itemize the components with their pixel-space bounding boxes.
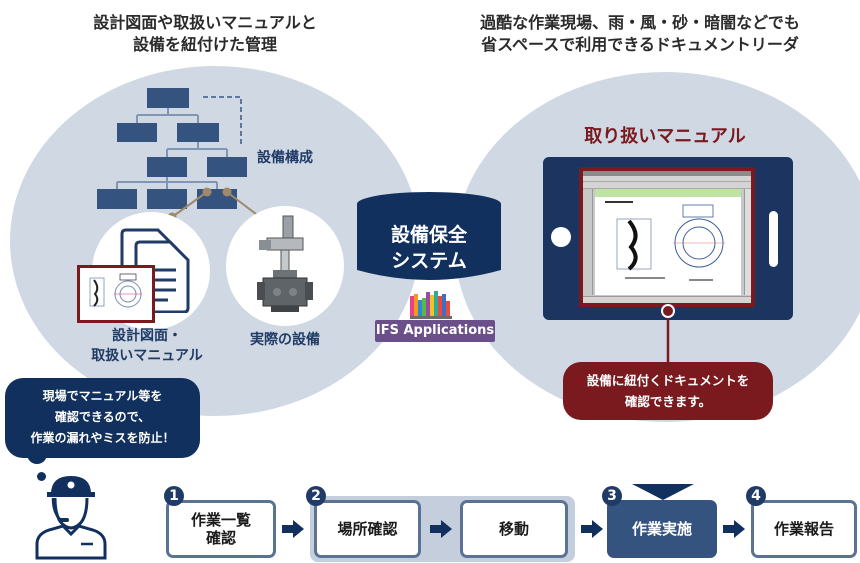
drawing-thumbnail bbox=[77, 265, 155, 323]
documents-label: 設計図面・ 取扱いマニュアル bbox=[62, 326, 232, 366]
step-4-label: 作業報告 bbox=[773, 520, 834, 538]
document-link-callout: 設備に紐付くドキュメントを 確認できます。 bbox=[563, 362, 773, 420]
step-4-number-badge: 4 bbox=[746, 486, 766, 506]
hierarchy-node bbox=[147, 189, 187, 209]
hierarchy-node bbox=[97, 189, 137, 209]
step-3-label: 作業実施 bbox=[631, 520, 692, 538]
step-1-number-badge: 1 bbox=[164, 486, 184, 506]
hierarchy-node bbox=[147, 88, 189, 108]
maintenance-system-label: 設備保全 システム bbox=[354, 222, 504, 274]
reader-page bbox=[595, 189, 741, 295]
ifs-applications-badge: IFS Applications bbox=[375, 320, 495, 342]
step-3-number-badge: 3 bbox=[602, 486, 622, 506]
hierarchy-node bbox=[207, 157, 247, 177]
documents-label-line1: 設計図面・ bbox=[112, 328, 182, 344]
worker-with-helmet-icon bbox=[35, 476, 107, 560]
step-2-location-check[interactable]: 場所確認 bbox=[314, 500, 421, 558]
tablet-screen bbox=[579, 167, 755, 307]
page-header-band bbox=[595, 189, 741, 197]
worker-bubble-line1: 現場でマニュアル等を bbox=[42, 389, 163, 403]
hierarchy-node bbox=[147, 157, 187, 177]
reader-titlebar bbox=[583, 171, 751, 176]
tablet-device bbox=[543, 157, 793, 320]
tablet-home-button bbox=[551, 227, 571, 247]
right-heading: 過酷な作業現場、雨・風・砂・暗闇などでも 省スペースで利用できるドキュメントリー… bbox=[455, 12, 825, 56]
maintenance-system-database-icon bbox=[357, 192, 501, 280]
hierarchy-node bbox=[177, 123, 219, 142]
callout-line2: 確認できます。 bbox=[624, 394, 712, 409]
step-move-label: 移動 bbox=[498, 520, 529, 538]
reader-statusbar bbox=[583, 296, 751, 303]
step-3-work-execution[interactable]: 作業実施 bbox=[607, 500, 717, 558]
step-1-label-line2: 確認 bbox=[205, 529, 236, 547]
step-arrow-icon bbox=[430, 520, 452, 538]
step-move[interactable]: 移動 bbox=[460, 500, 568, 558]
valve-equipment-icon bbox=[257, 215, 313, 312]
step-arrow-icon bbox=[723, 520, 745, 538]
hierarchy-connectors bbox=[116, 107, 228, 189]
left-heading-line1: 設計図面や取扱いマニュアルと bbox=[93, 13, 317, 32]
right-heading-line2: 省スペースで利用できるドキュメントリーダ bbox=[481, 35, 799, 54]
step-2-label: 場所確認 bbox=[337, 520, 398, 538]
left-heading: 設計図面や取扱いマニュアルと 設備を紐付けた管理 bbox=[40, 12, 370, 56]
documents-label-line2: 取扱いマニュアル bbox=[91, 348, 203, 364]
hierarchy-label: 設備構成 bbox=[257, 150, 313, 166]
hierarchy-dashed-link bbox=[203, 96, 242, 145]
manual-title: 取り扱いマニュアル bbox=[584, 126, 746, 147]
document-reader-window bbox=[583, 171, 751, 303]
step-1-task-list-check[interactable]: 作業一覧 確認 bbox=[166, 500, 276, 558]
right-heading-line1: 過酷な作業現場、雨・風・砂・暗闇などでも bbox=[480, 13, 800, 32]
left-heading-line2: 設備を紐付けた管理 bbox=[132, 35, 277, 54]
reader-scrollbar[interactable] bbox=[744, 189, 751, 295]
step-2-number-badge: 2 bbox=[306, 486, 326, 506]
step-1-label-line1: 作業一覧 bbox=[190, 511, 251, 529]
worker-bubble-line3: 作業の漏れやミスを防止！ bbox=[30, 431, 175, 445]
step-arrow-icon bbox=[581, 520, 603, 538]
reader-toolbar bbox=[583, 182, 751, 189]
ifs-logo-bars-icon bbox=[410, 291, 452, 319]
thought-dot-large bbox=[27, 452, 47, 464]
thought-dot-small bbox=[37, 472, 46, 481]
system-label-line1: 設備保全 bbox=[390, 224, 467, 246]
system-label-line2: システム bbox=[391, 250, 467, 272]
callout-line1: 設備に紐付くドキュメントを bbox=[586, 373, 750, 388]
step-4-work-report[interactable]: 作業報告 bbox=[751, 500, 857, 558]
valve-drawing-icon bbox=[605, 201, 725, 281]
worker-bubble-line2: 確認できるので、 bbox=[54, 410, 151, 424]
current-step-indicator-icon bbox=[632, 484, 694, 500]
tablet-side-slot bbox=[769, 211, 778, 267]
hierarchy-node bbox=[117, 123, 157, 142]
technical-drawing-icon bbox=[89, 273, 142, 308]
step-arrow-icon bbox=[282, 520, 304, 538]
reader-menubar bbox=[583, 176, 751, 182]
reader-side-toolbar bbox=[583, 189, 593, 295]
equipment-label: 実際の設備 bbox=[250, 332, 320, 348]
worker-speech-bubble: 現場でマニュアル等を 確認できるので、 作業の漏れやミスを防止！ bbox=[5, 378, 200, 458]
